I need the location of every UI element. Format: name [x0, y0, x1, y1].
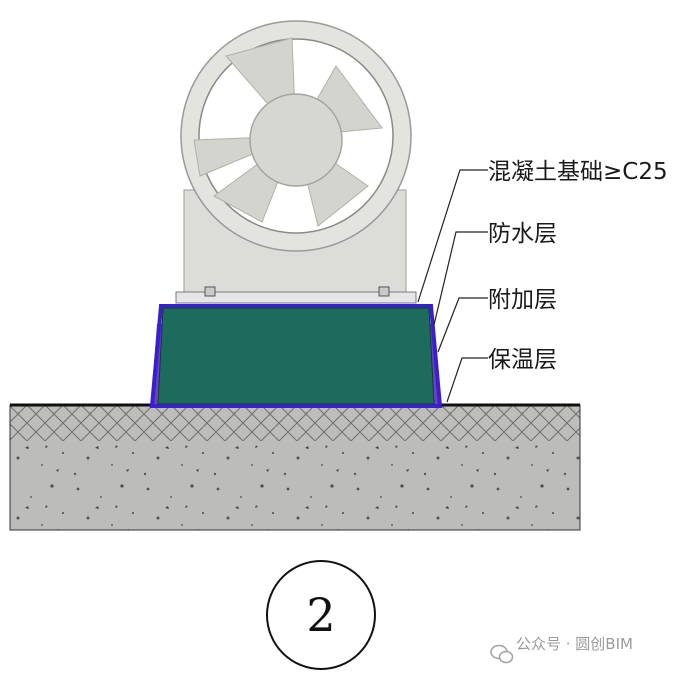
wechat-icon: [490, 644, 514, 664]
leader-lines: [417, 169, 488, 403]
leader-concrete-base: [417, 169, 488, 303]
leader-additional-layer: [437, 297, 488, 353]
label-additional-layer: 附加层: [488, 287, 557, 313]
concrete-base: [157, 307, 435, 405]
leader-waterproof-layer: [433, 231, 488, 326]
fan: [175, 20, 417, 304]
fan-hub: [249, 93, 343, 187]
label-concrete-base: 混凝土基础≥C25: [488, 159, 668, 185]
waterproof-membrane: [149, 304, 443, 408]
compacted-fill-layer: [10, 441, 580, 530]
foundation: [149, 304, 443, 408]
ground: [9, 403, 581, 531]
anchor-bolts: [204, 286, 390, 297]
watermark-text: 公众号 · 圆创BIM: [516, 635, 633, 653]
fan-base-flange: [175, 291, 417, 304]
label-waterproof-layer: 防水层: [488, 221, 557, 247]
leader-insulation-layer: [446, 357, 488, 403]
detail-number-circle: [266, 560, 376, 670]
watermark: 公众号 · 圆创BIM: [488, 633, 633, 654]
detail-number: 2: [306, 588, 336, 642]
label-insulation-layer: 保温层: [488, 347, 557, 373]
anchor-bolt: [204, 286, 216, 297]
anchor-bolt: [378, 286, 390, 297]
hatched-soil-layer: [10, 405, 580, 441]
